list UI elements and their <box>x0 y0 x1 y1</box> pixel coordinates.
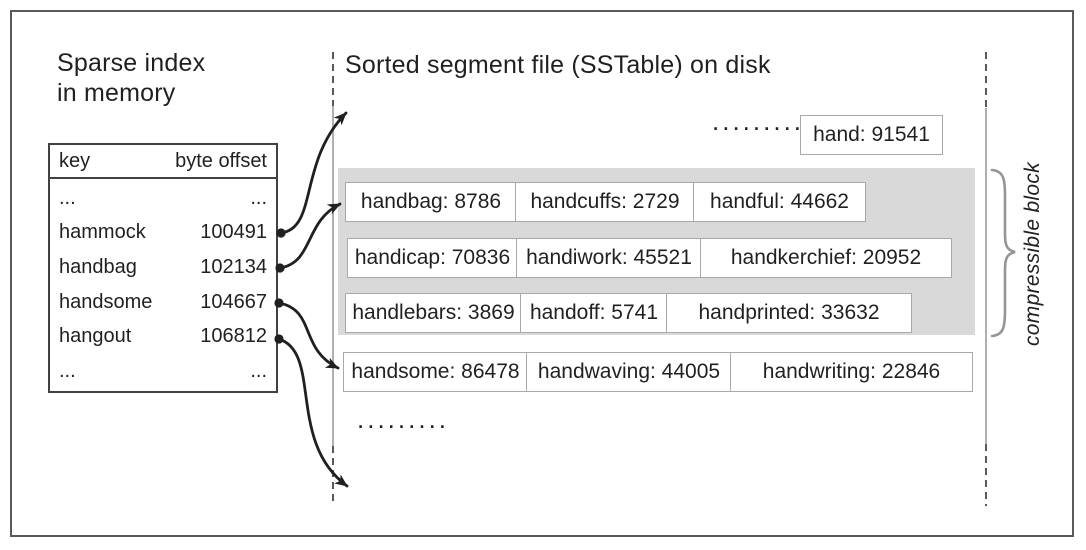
sstable-entry: handoff: 5741 <box>520 293 668 333</box>
sstable-entry-hand: hand: 91541 <box>800 115 943 155</box>
index-offset: 100491 <box>200 221 267 244</box>
table-row: handbag 102134 <box>50 256 276 279</box>
compressible-block-label: compressible block <box>1021 162 1044 346</box>
index-table: key byte offset ... ... hammock 100491 h… <box>48 143 278 393</box>
sstable-entry: handbag: 8786 <box>345 182 517 222</box>
index-table-body: ... ... hammock 100491 handbag 102134 ha… <box>50 179 276 391</box>
sstable-entry: handsome: 86478 <box>343 352 528 392</box>
sstable-entry: handful: 44662 <box>693 182 866 222</box>
sstable-entry: handwriting: 22846 <box>730 352 973 392</box>
index-offset: ... <box>250 360 267 383</box>
sstable-entry: handlebars: 3869 <box>345 293 522 333</box>
table-row: ... ... <box>50 360 276 383</box>
table-row: ... ... <box>50 187 276 210</box>
index-offset: 104667 <box>200 290 267 313</box>
index-col-key: key <box>59 149 91 172</box>
index-key: ... <box>59 186 76 209</box>
sparse-index-title: Sparse index in memory <box>57 49 206 107</box>
table-row: hangout 106812 <box>50 325 276 348</box>
index-col-offset: byte offset <box>175 149 267 172</box>
index-key: hangout <box>59 325 132 348</box>
sstable-entry: handiwork: 45521 <box>516 238 702 278</box>
index-key: ... <box>59 360 76 383</box>
table-row: hammock 100491 <box>50 221 276 244</box>
index-key: hammock <box>59 221 146 244</box>
index-key: handbag <box>59 256 137 279</box>
index-offset: 102134 <box>200 256 267 279</box>
index-offset: ... <box>250 186 267 209</box>
sstable-entry: handprinted: 33632 <box>666 293 912 333</box>
table-row: handsome 104667 <box>50 291 276 314</box>
ellipsis-top: ......... <box>712 106 805 136</box>
sstable-entry: handcuffs: 2729 <box>515 182 695 222</box>
index-key: handsome <box>59 290 153 313</box>
sstable-entry: handkerchief: 20952 <box>700 238 952 278</box>
ellipsis-bottom: ......... <box>357 404 450 434</box>
index-table-header: key byte offset <box>50 145 276 179</box>
index-offset: 106812 <box>200 325 267 348</box>
sstable-entry: handwaving: 44005 <box>526 352 732 392</box>
sstable-entry: handicap: 70836 <box>347 238 518 278</box>
sstable-title: Sorted segment file (SSTable) on disk <box>345 51 771 79</box>
